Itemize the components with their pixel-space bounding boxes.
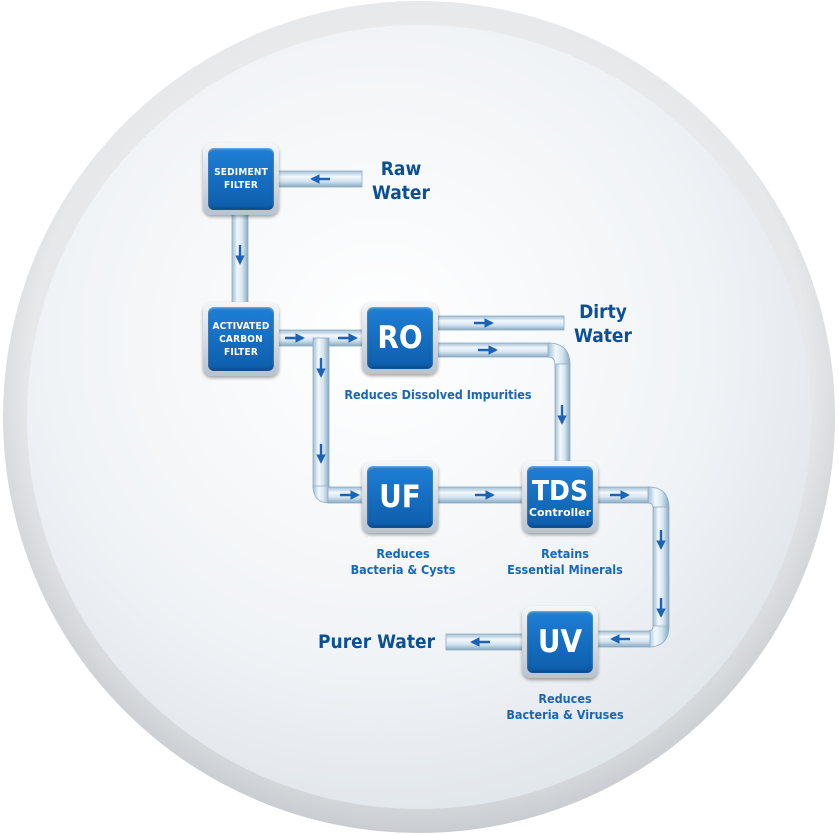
ro-box: RO bbox=[362, 302, 438, 374]
carbon-label-line1: ACTIVATED bbox=[212, 320, 270, 332]
raw-water-label: Raw Water bbox=[366, 157, 436, 205]
sediment-filter-box: SEDIMENT FILTER bbox=[203, 143, 279, 215]
raw-water-line2: Water bbox=[372, 182, 430, 204]
sediment-label-line2: FILTER bbox=[224, 180, 258, 191]
flow-arrows bbox=[235, 174, 666, 647]
carbon-label-line3: FILTER bbox=[224, 346, 258, 358]
sediment-label-line1: SEDIMENT bbox=[214, 167, 268, 178]
tds-caption-line2: Essential Minerals bbox=[507, 562, 623, 577]
carbon-filter-box: ACTIVATED CARBON FILTER bbox=[203, 302, 279, 376]
uv-caption-line1: Reduces bbox=[538, 691, 592, 706]
ro-caption: Reduces Dissolved Impurities bbox=[344, 387, 532, 402]
uf-caption-line2: Bacteria & Cysts bbox=[350, 562, 456, 577]
tds-caption: Retains Essential Minerals bbox=[490, 546, 640, 578]
dirty-water-label: Dirty Water bbox=[568, 300, 638, 348]
pipe-ro-dirty bbox=[437, 315, 565, 331]
uf-label: UF bbox=[379, 479, 421, 515]
uv-label: UV bbox=[537, 624, 583, 660]
background-disc bbox=[3, 1, 835, 833]
tds-sublabel: Controller bbox=[528, 505, 592, 519]
tds-box: TDS Controller bbox=[522, 461, 598, 533]
dirty-water-line1: Dirty bbox=[579, 301, 627, 323]
uv-caption-line2: Bacteria & Viruses bbox=[506, 707, 624, 722]
tds-label: TDS bbox=[531, 473, 589, 507]
dirty-water-line2: Water bbox=[574, 325, 632, 347]
raw-water-line1: Raw bbox=[380, 158, 422, 180]
tds-caption-line1: Retains bbox=[541, 546, 589, 561]
uv-box: UV bbox=[522, 606, 598, 678]
ro-label: RO bbox=[377, 320, 423, 356]
uf-box: UF bbox=[362, 461, 438, 533]
uf-caption-line1: Reduces bbox=[376, 546, 430, 561]
uf-caption: Reduces Bacteria & Cysts bbox=[330, 546, 476, 578]
purer-water-label: Purer Water bbox=[318, 631, 436, 653]
uv-caption: Reduces Bacteria & Viruses bbox=[490, 691, 640, 723]
carbon-label-line2: CARBON bbox=[219, 333, 263, 345]
